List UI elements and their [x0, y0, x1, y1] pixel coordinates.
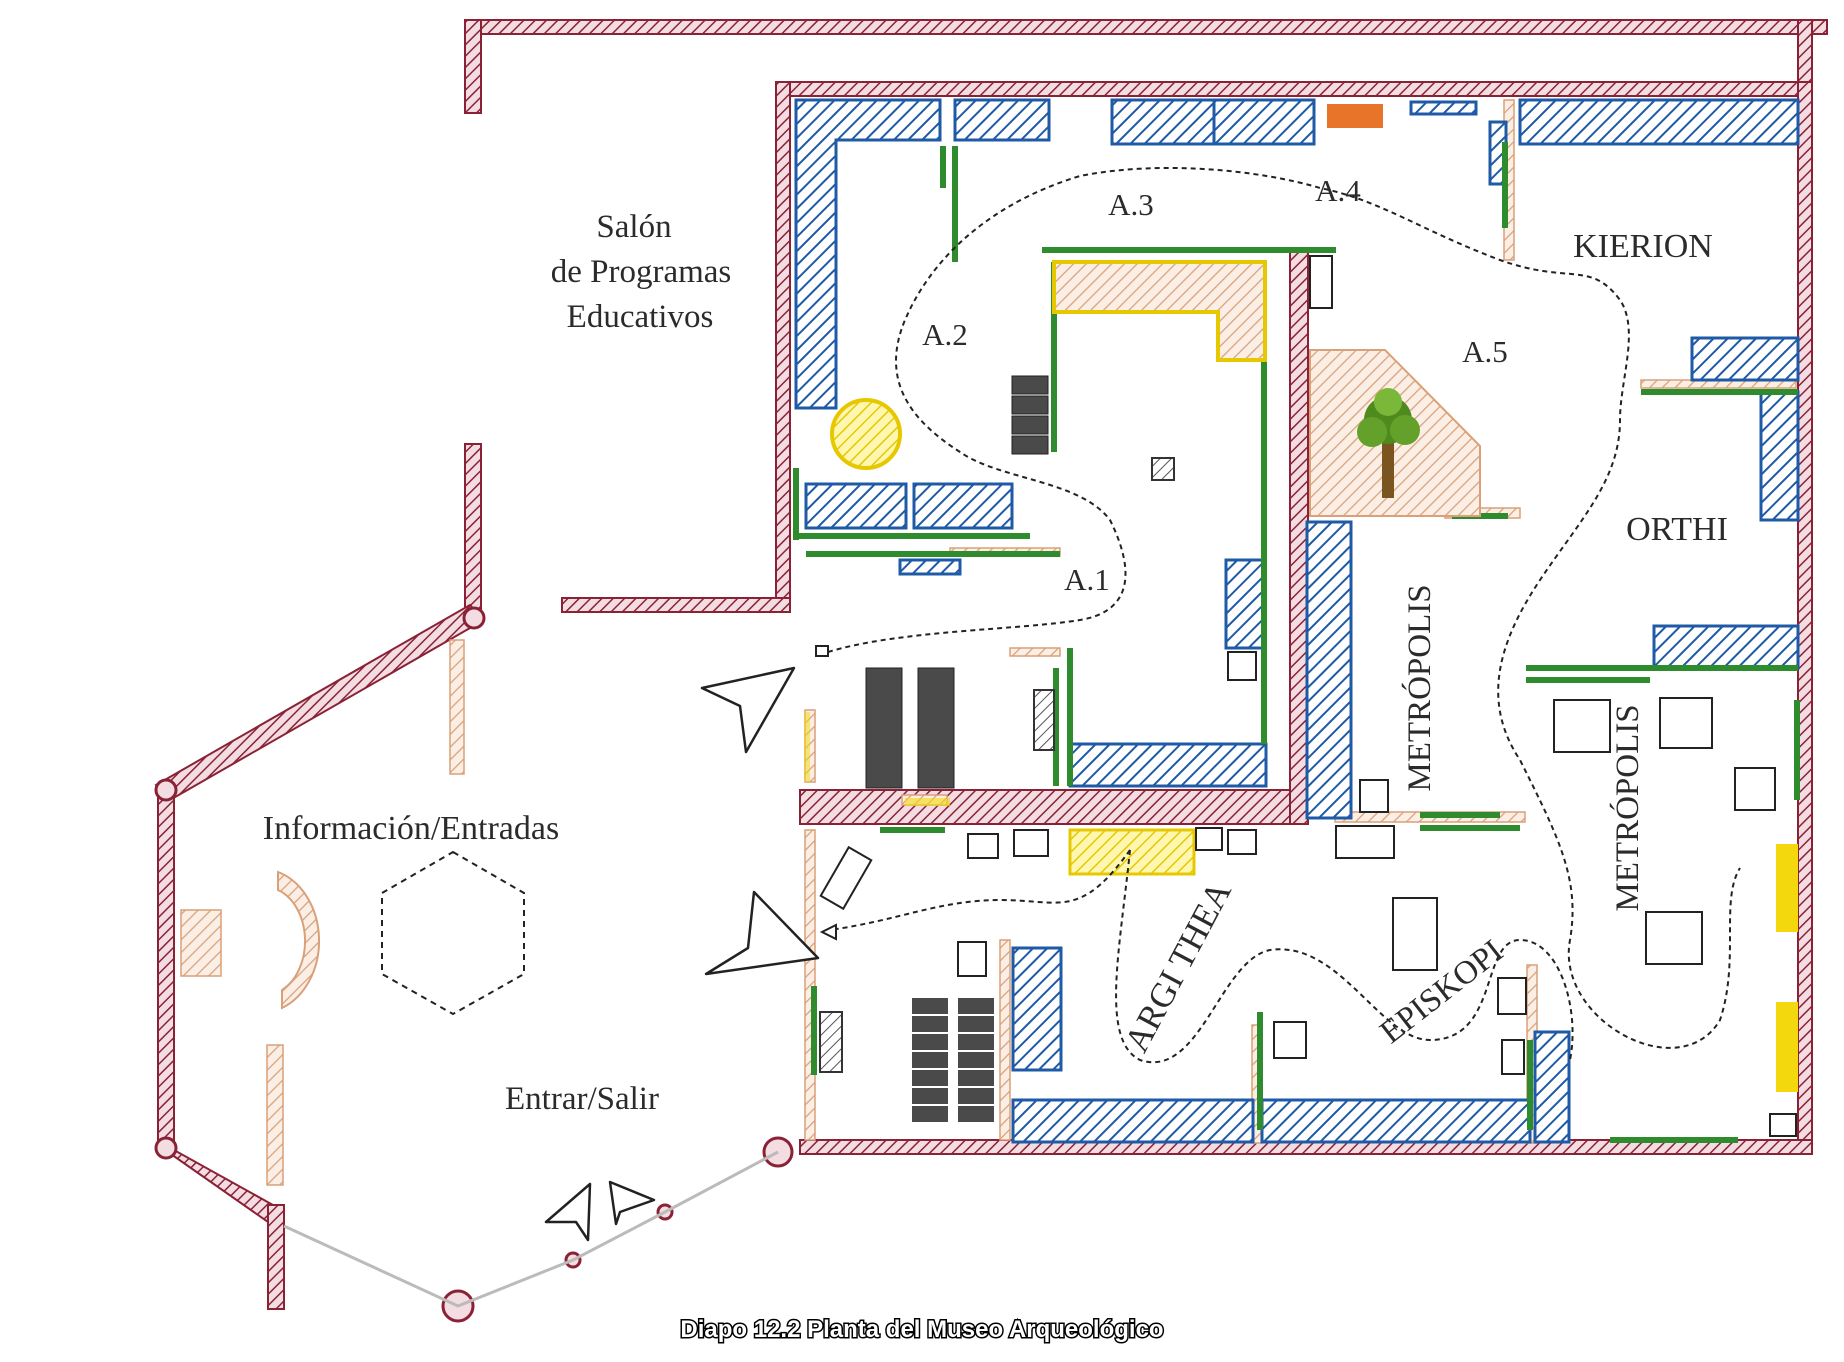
wall-joints [154, 606, 794, 1323]
info-desk [277, 870, 321, 1010]
caption: Diapo 12.2 Planta del Museo Arqueológico [680, 1316, 1163, 1343]
informacion-label: Información/Entradas [263, 810, 559, 847]
salon-label-line1: Salón [596, 209, 671, 245]
arrow-icon [819, 923, 837, 941]
tree-icon [1357, 388, 1420, 498]
visit-path [827, 167, 1741, 1064]
glass-entrance [283, 1150, 779, 1308]
argithea-label: ARGI THEA [1117, 874, 1240, 1058]
section-a4-label: A.4 [1315, 173, 1361, 208]
section-a3-label: A.3 [1108, 187, 1154, 222]
orthi-label: ORTHI [1626, 511, 1728, 548]
kierion-label: KIERION [1573, 228, 1713, 265]
small-hatched-items [819, 457, 1175, 1073]
salon-label-line3: Educativos [567, 299, 714, 335]
yellow-exhibits [804, 260, 1798, 1092]
dark-cases [865, 375, 1049, 789]
plinths [815, 255, 1797, 1137]
section-a1-label: A.1 [1064, 562, 1110, 597]
metropolis-label-2: METRÓPOLIS [1608, 704, 1646, 911]
dark-case-stacks [912, 998, 994, 1122]
entrar-salir-label: Entrar/Salir [505, 1081, 659, 1117]
section-a2-label: A.2 [922, 317, 968, 352]
hexagon-icon [381, 850, 525, 1016]
section-a5-label: A.5 [1462, 334, 1508, 369]
metropolis-label-1: METRÓPOLIS [1400, 584, 1438, 791]
blue-display-cases [794, 98, 1800, 1144]
arrow-icon [544, 666, 820, 1242]
orange-exhibit [1327, 104, 1383, 128]
salon-label-line2: de Programas [551, 254, 732, 290]
